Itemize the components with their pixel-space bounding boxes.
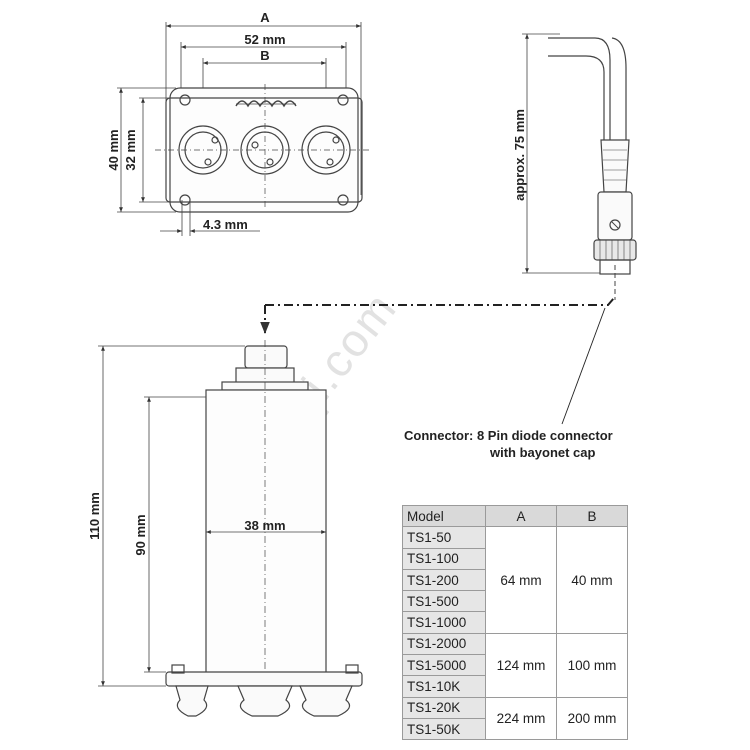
- model-cell: TS1-1000: [402, 611, 486, 634]
- connector-label-line2: with bayonet cap: [489, 445, 596, 460]
- model-cell: TS1-50: [402, 526, 486, 549]
- a-value-cell: 224 mm: [485, 696, 557, 741]
- model-cell: TS1-5000: [402, 654, 486, 677]
- dim-52mm-label: 52 mm: [244, 32, 285, 47]
- header-model: Model: [402, 504, 486, 528]
- a-value-cell: 64 mm: [485, 526, 557, 634]
- header-a: A: [485, 504, 557, 528]
- model-cell: TS1-50K: [402, 717, 486, 741]
- b-value-cell: 100 mm: [556, 632, 628, 698]
- model-cell: TS1-20K: [402, 696, 486, 719]
- table-header-row: Model A B: [402, 504, 628, 528]
- dim-a-label: A: [260, 10, 270, 25]
- dim-approx-75mm-label: approx. 75 mm: [512, 109, 527, 201]
- dim-90mm-label: 90 mm: [133, 514, 148, 555]
- a-value-cell: 124 mm: [485, 632, 557, 698]
- dim-40mm-label: 40 mm: [106, 129, 121, 170]
- model-cell: TS1-10K: [402, 675, 486, 698]
- table-row: TS1-2000 124 mm 100 mm: [402, 632, 628, 698]
- model-cell: TS1-2000: [402, 632, 486, 656]
- model-cell: TS1-500: [402, 590, 486, 613]
- table-row: TS1-200: [402, 568, 628, 592]
- table-row: TS1-10K: [402, 675, 628, 698]
- model-table: Model A B TS1-50 64 mm 40 mm TS1-100 TS1…: [402, 504, 628, 741]
- model-cell: TS1-200: [402, 568, 486, 592]
- dim-32mm-label: 32 mm: [123, 129, 138, 170]
- b-value-cell: 200 mm: [556, 696, 628, 741]
- dim-110mm-label: 110 mm: [87, 492, 102, 540]
- cable-connector: [522, 33, 637, 300]
- b-value-cell: 40 mm: [556, 526, 628, 634]
- table-row: TS1-5000: [402, 654, 628, 677]
- table-row: TS1-50 64 mm 40 mm: [402, 526, 628, 634]
- table-row: TS1-20K 224 mm 200 mm: [402, 696, 628, 741]
- header-b: B: [556, 504, 628, 528]
- table-row: TS1-500: [402, 590, 628, 613]
- top-view: [117, 22, 372, 236]
- dim-38mm-label: 38 mm: [244, 518, 285, 533]
- model-cell: TS1-100: [402, 547, 486, 570]
- dim-b-label: B: [260, 48, 269, 63]
- table-row: TS1-50K: [402, 717, 628, 741]
- table-row: TS1-1000: [402, 611, 628, 634]
- connector-label-line1: Connector: 8 Pin diode connector: [404, 428, 613, 443]
- dim-4-3mm-label: 4.3 mm: [203, 217, 248, 232]
- side-view: [98, 340, 363, 717]
- connection-line: [260, 297, 615, 425]
